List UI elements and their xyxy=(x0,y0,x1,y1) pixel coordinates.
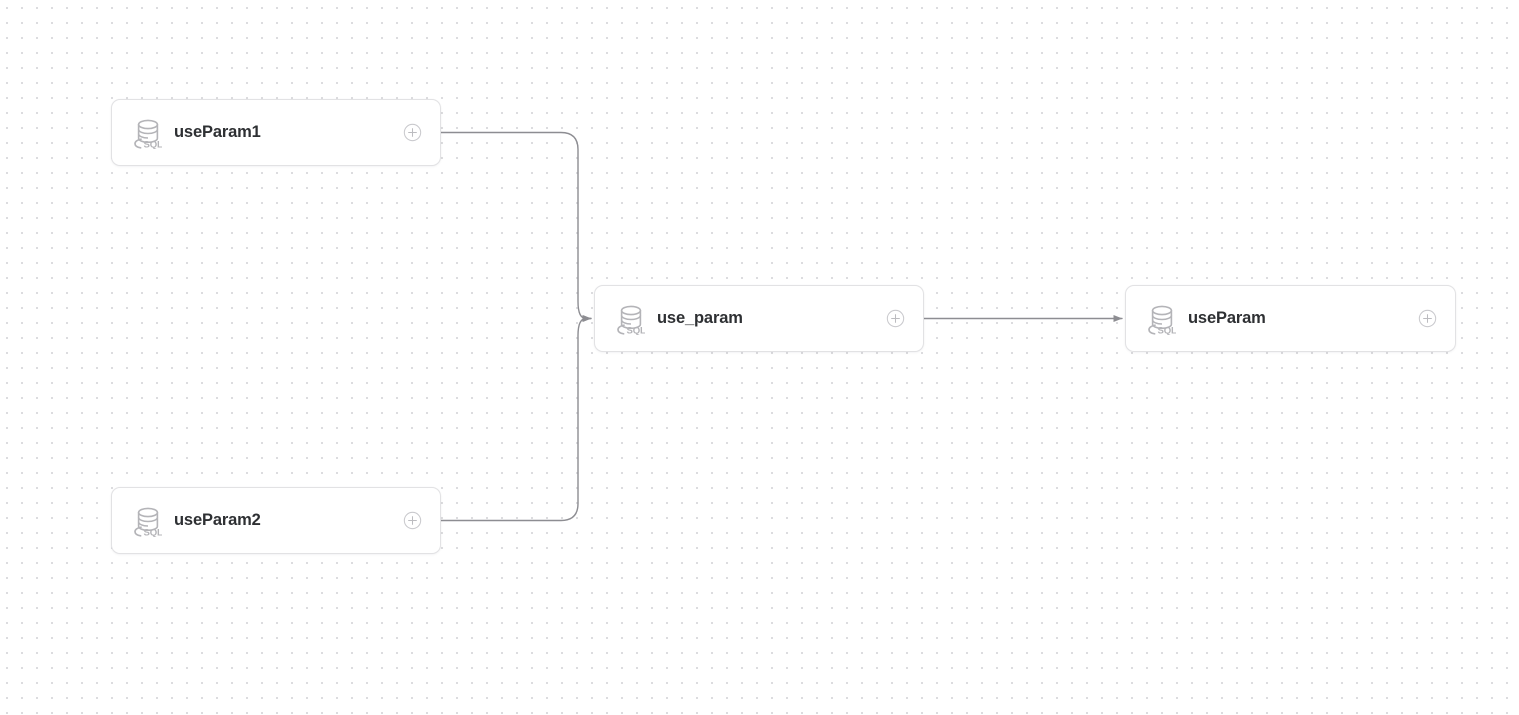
node-useParam2[interactable]: SQL useParam2 xyxy=(111,487,441,554)
edge-useParam2-use_param[interactable] xyxy=(440,315,592,522)
node-use_param[interactable]: SQL use_param xyxy=(594,285,924,352)
svg-text:SQL: SQL xyxy=(627,325,646,335)
svg-text:SQL: SQL xyxy=(144,527,163,537)
sql-database-icon: SQL xyxy=(1148,305,1177,335)
plus-circle-icon[interactable] xyxy=(1418,309,1437,328)
sql-database-icon: SQL xyxy=(134,507,163,537)
plus-circle-icon[interactable] xyxy=(403,123,422,142)
node-label: useParam xyxy=(1188,309,1266,327)
plus-circle-icon[interactable] xyxy=(886,309,905,328)
node-label: use_param xyxy=(657,309,743,327)
edge-useParam1-use_param[interactable] xyxy=(440,131,592,322)
node-useParam1[interactable]: SQL useParam1 xyxy=(111,99,441,166)
svg-text:SQL: SQL xyxy=(1158,325,1177,335)
node-label: useParam1 xyxy=(174,123,261,141)
node-useParam[interactable]: SQL useParam xyxy=(1125,285,1456,352)
svg-text:SQL: SQL xyxy=(144,139,163,149)
sql-database-icon: SQL xyxy=(617,305,646,335)
node-label: useParam2 xyxy=(174,511,261,529)
sql-database-icon: SQL xyxy=(134,119,163,149)
plus-circle-icon[interactable] xyxy=(403,511,422,530)
